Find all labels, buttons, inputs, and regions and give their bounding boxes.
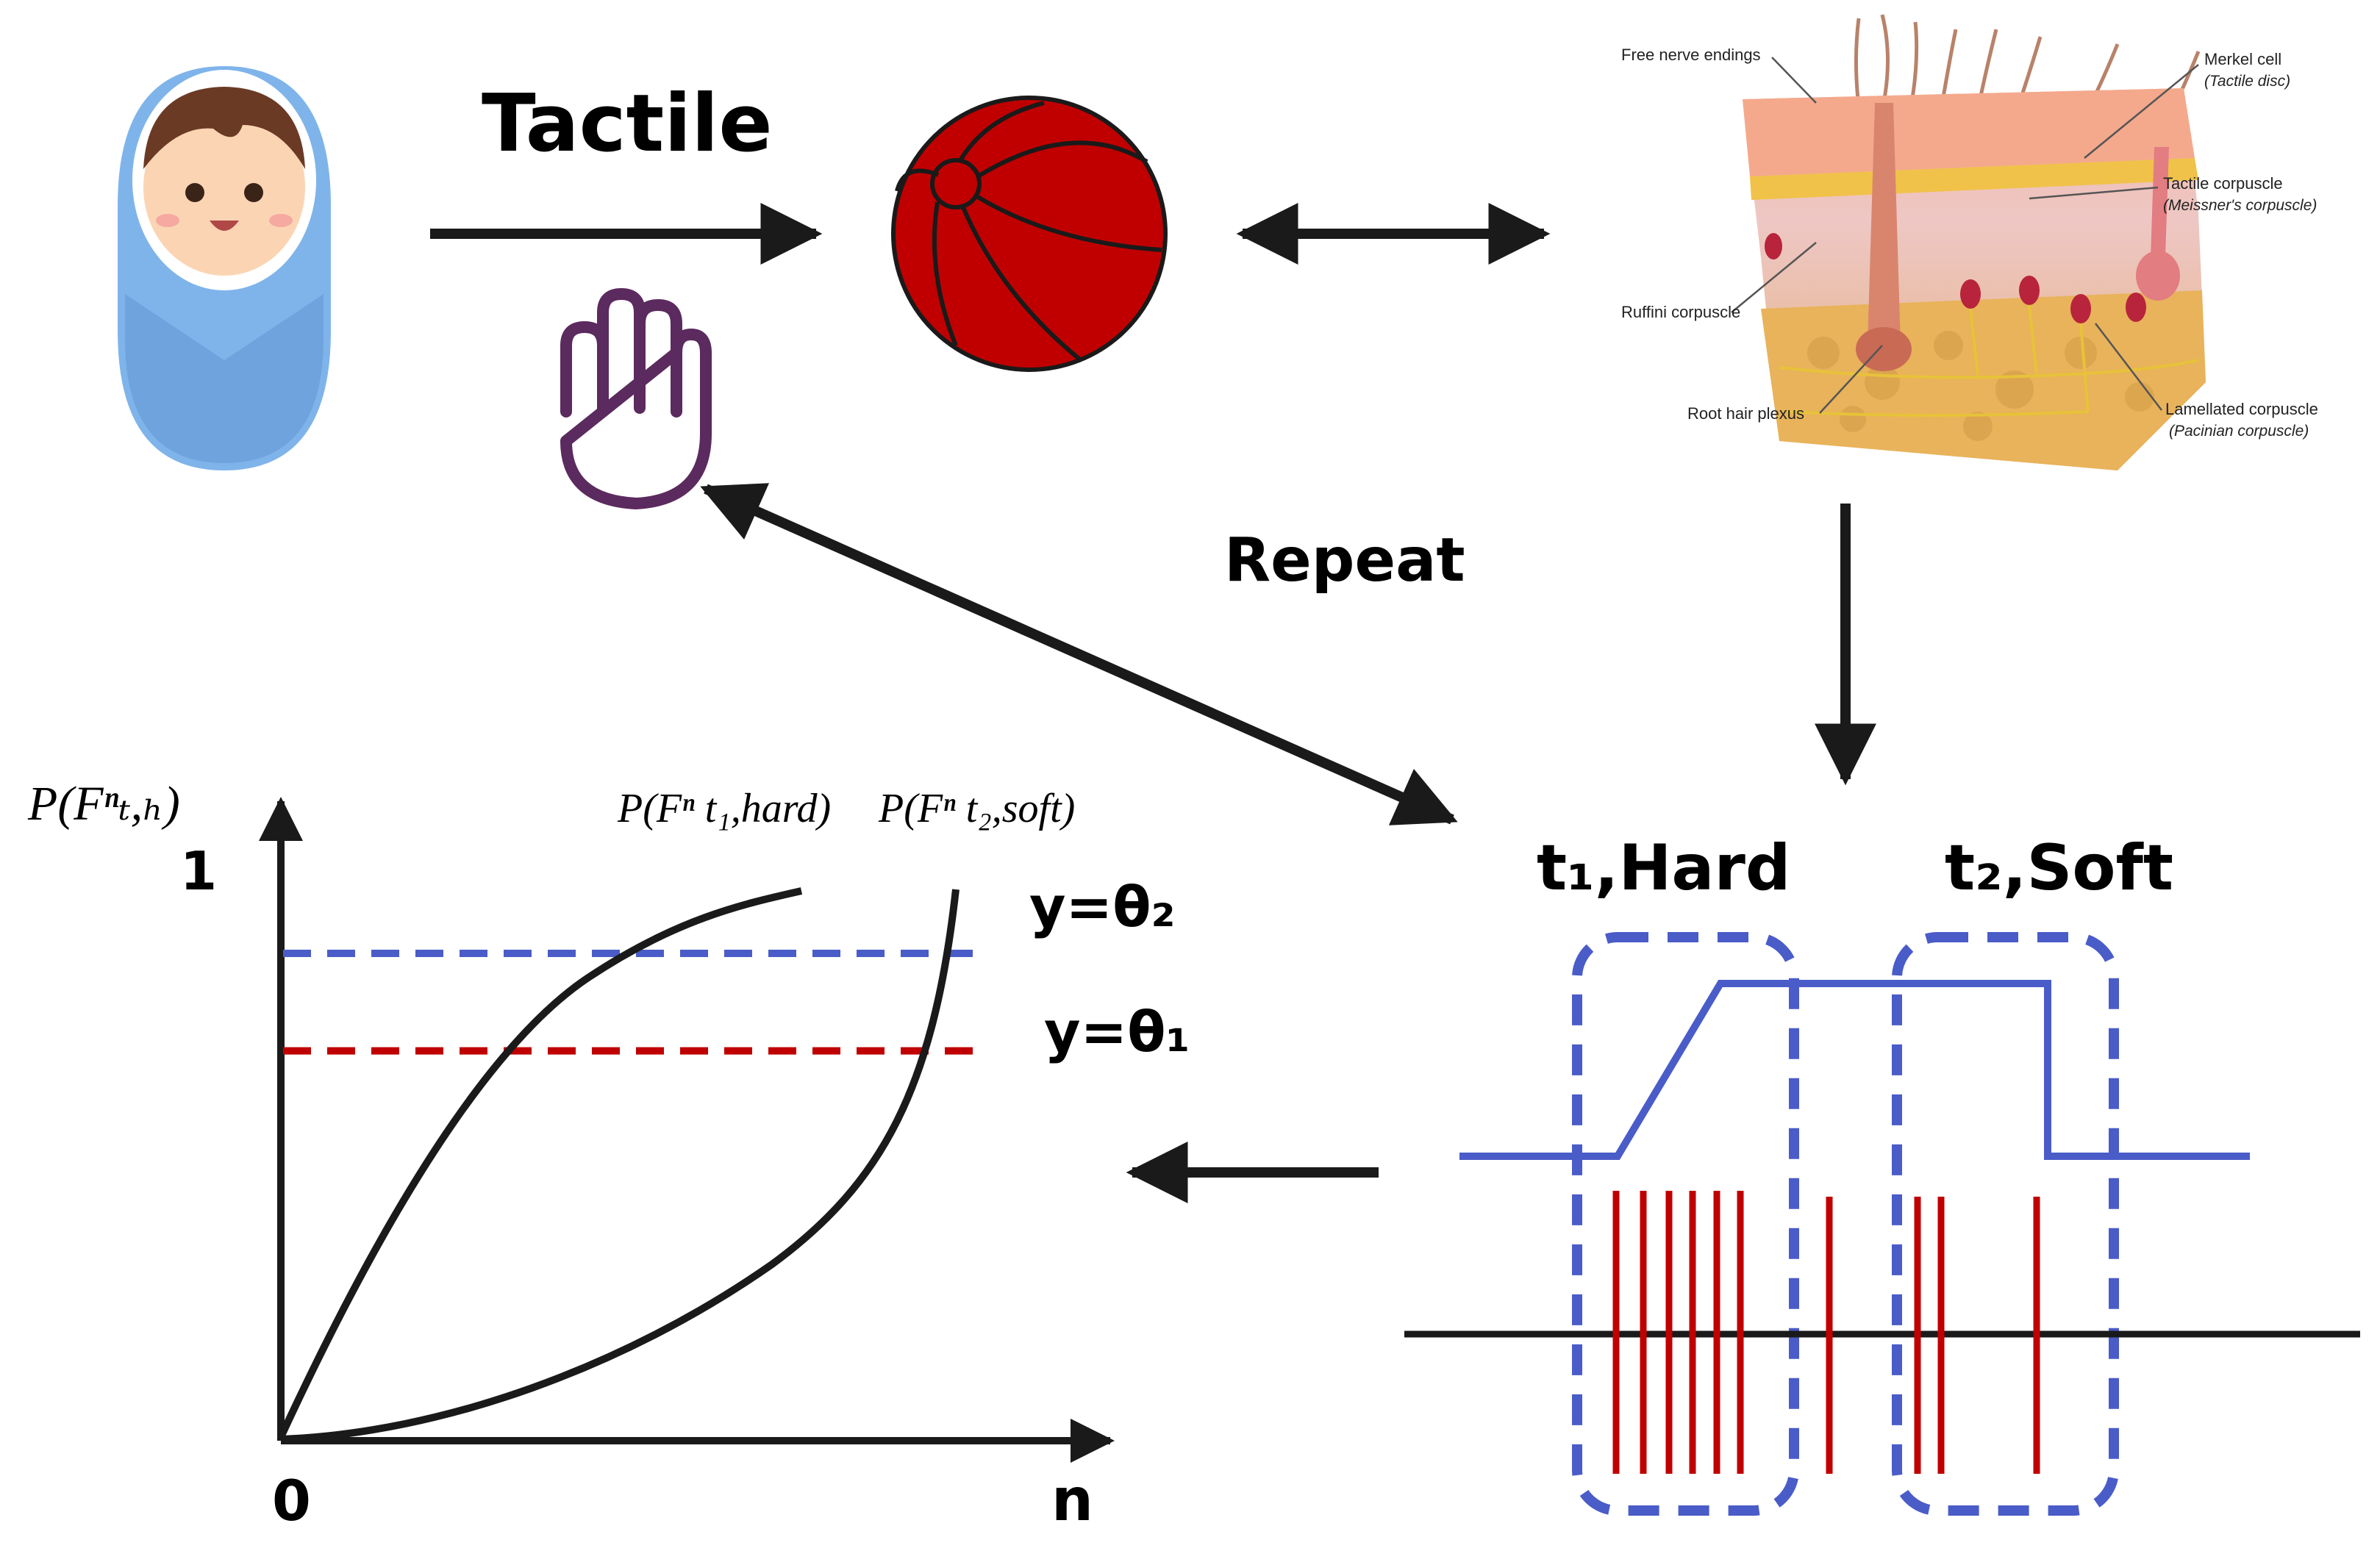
- t2-soft-label: t₂,Soft: [1945, 831, 2173, 905]
- ball-icon: [891, 96, 1168, 372]
- theta1-label: y=θ₁: [1044, 999, 1190, 1064]
- skin-label-tactile-disc: (Tactile disc): [2204, 73, 2290, 90]
- skin-label-pacinian: (Pacinian corpuscle): [2169, 423, 2309, 440]
- plot-origin-label: 0: [272, 1468, 311, 1533]
- skin-label-lamellated: Lamellated corpuscle: [2165, 400, 2318, 418]
- t1-window-box: [1572, 932, 1799, 1516]
- skin-label-meissner: (Meissner's corpuscle): [2163, 197, 2317, 214]
- probability-plot: P(Fⁿₜ,ₕ) 1 0 n P(Fⁿ t₁,hard) P(Fⁿ t₂,sof…: [27, 777, 1190, 1534]
- soft-curve: [280, 889, 959, 1443]
- plot-x-axis-label: n: [1051, 1466, 1093, 1534]
- pressure-trace: [1459, 980, 2250, 1160]
- spike-train: [1612, 1191, 2040, 1474]
- skin-label-merkel: Merkel cell: [2204, 50, 2281, 68]
- plot-y-tick-1: 1: [180, 840, 217, 902]
- hand-icon: [560, 288, 712, 509]
- repeat-double-arrow: [700, 483, 1458, 825]
- t1-hard-label: t₁,Hard: [1537, 831, 1790, 905]
- skin-illustration: Free nerve endings Merkel cell (Tactile …: [1621, 14, 2318, 470]
- theta2-label: y=θ₂: [1029, 874, 1176, 939]
- skin-label-free-nerve: Free nerve endings: [1621, 46, 1761, 64]
- baby-icon: [118, 66, 331, 470]
- skin-label-tactile-corpuscle: Tactile corpuscle: [2163, 174, 2283, 193]
- skin-label-root-hair: Root hair plexus: [1687, 404, 1804, 423]
- t2-window-box: [1892, 932, 2119, 1516]
- hard-curve: [277, 887, 803, 1439]
- soft-curve-label: P(Fⁿ t₂,soft): [878, 786, 1075, 831]
- signal-diagram: t₁,Hard t₂,Soft: [1404, 831, 2360, 1516]
- skin-label-ruffini: Ruffini corpuscle: [1621, 303, 1740, 321]
- repeat-label: Repeat: [1224, 526, 1465, 595]
- tactile-label: Tactile: [482, 78, 773, 170]
- plot-y-axis-label: P(Fⁿₜ,ₕ): [27, 777, 180, 831]
- hard-curve-label: P(Fⁿ t₁,hard): [617, 786, 831, 831]
